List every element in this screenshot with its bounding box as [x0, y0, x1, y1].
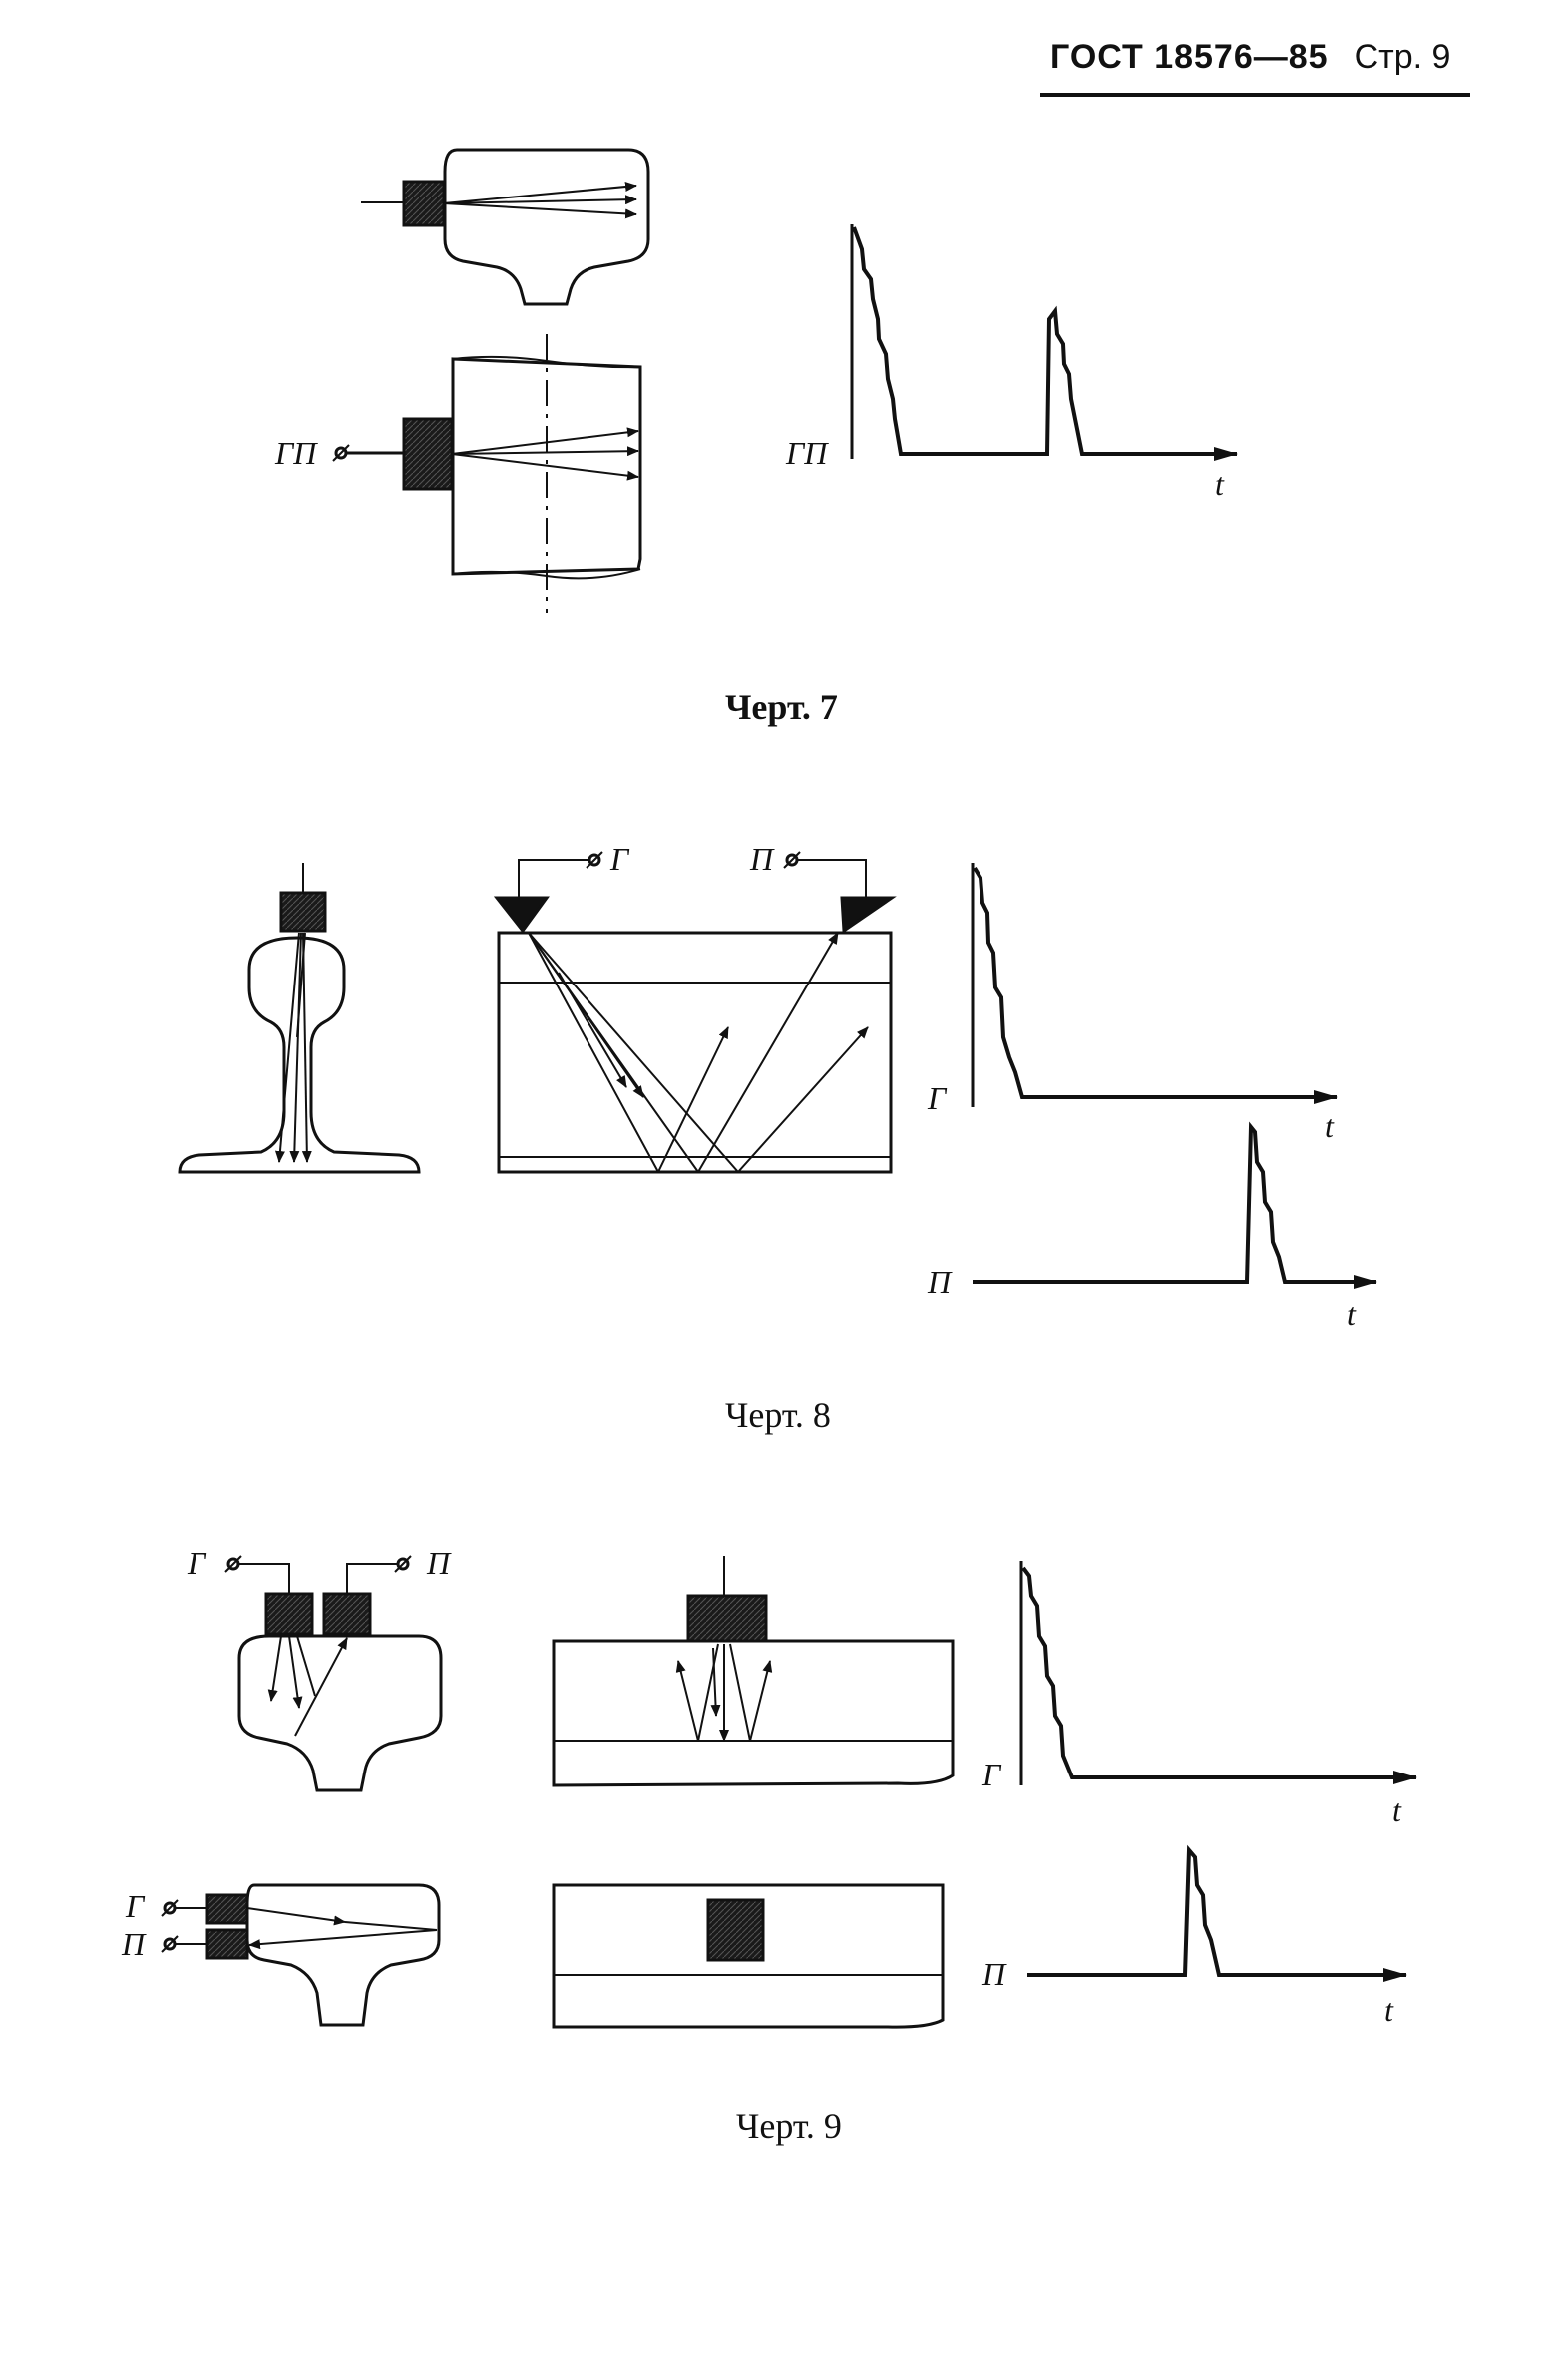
gen-probe-wedge — [493, 896, 550, 934]
fig7-time-label: t — [1215, 466, 1225, 502]
header-text: ГОСТ 18576—85 Стр. 9 — [1050, 38, 1450, 77]
fig8-time1-label: t — [1325, 1108, 1335, 1144]
probe-block-side — [402, 417, 454, 491]
oscillogram-8-rec — [973, 1121, 1377, 1289]
probe-block — [402, 180, 446, 227]
oscillogram-9-gen — [1021, 1566, 1417, 1784]
defect-block — [706, 1898, 765, 1962]
probe-9-top — [686, 1594, 768, 1643]
oscillogram-8-gen — [973, 866, 1338, 1104]
oscillogram-9-rec — [1027, 1844, 1407, 1982]
figure-7-caption: Черт. 7 — [725, 687, 838, 727]
rec-probe-side — [205, 1928, 249, 1960]
rail-probe — [279, 891, 327, 933]
fig9-time2-label: t — [1384, 1992, 1394, 2028]
fig8-scope-gen-label: Г — [927, 1080, 948, 1116]
standard-number: ГОСТ 18576—85 — [1050, 38, 1329, 76]
fig8-rec-probe-label: П — [749, 841, 775, 877]
figure-7 — [332, 148, 1238, 613]
figure-8 — [178, 851, 1377, 1289]
fig7-scope-label: ГП — [785, 435, 829, 471]
page-number: Стр. 9 — [1354, 38, 1451, 76]
figure-9 — [161, 1555, 1417, 2029]
fig8-scope-rec-label: П — [927, 1264, 953, 1300]
rail-head-top — [237, 1634, 443, 1792]
rail-longitudinal — [497, 931, 893, 1174]
fig9-scope-gen-label: Г — [981, 1757, 1002, 1792]
fig8-time2-label: t — [1347, 1296, 1357, 1332]
fig9-gen-side-label: Г — [125, 1888, 146, 1924]
fig8-gen-probe-label: Г — [609, 841, 630, 877]
rail-longitudinal-9 — [552, 1639, 955, 1787]
figure-8-caption: Черт. 8 — [725, 1395, 831, 1435]
fig9-rec-top-label: П — [426, 1545, 452, 1581]
fig9-rec-side-label: П — [121, 1926, 147, 1962]
rail-longitudinal-9-lower — [552, 1883, 945, 2029]
rail-head-side — [245, 1883, 441, 2027]
page-header: ГОСТ 18576—85 Стр. 9 — [1040, 38, 1470, 100]
fig7-probe-label: ГП — [274, 435, 318, 471]
rail-head-section — [443, 148, 650, 306]
rec-probe-wedge — [840, 896, 897, 934]
fig9-time1-label: t — [1392, 1792, 1402, 1828]
rail-side-section — [451, 357, 642, 576]
header-rule — [1040, 93, 1470, 97]
gen-probe-top — [264, 1592, 314, 1636]
figure-9-caption: Черт. 9 — [736, 2106, 842, 2146]
oscillogram-7 — [852, 226, 1238, 461]
rail-profile — [178, 936, 421, 1174]
rec-probe-top — [322, 1592, 372, 1636]
gen-probe-side — [205, 1893, 249, 1925]
fig9-scope-rec-label: П — [981, 1956, 1007, 1992]
fig9-gen-top-label: Г — [187, 1545, 207, 1581]
